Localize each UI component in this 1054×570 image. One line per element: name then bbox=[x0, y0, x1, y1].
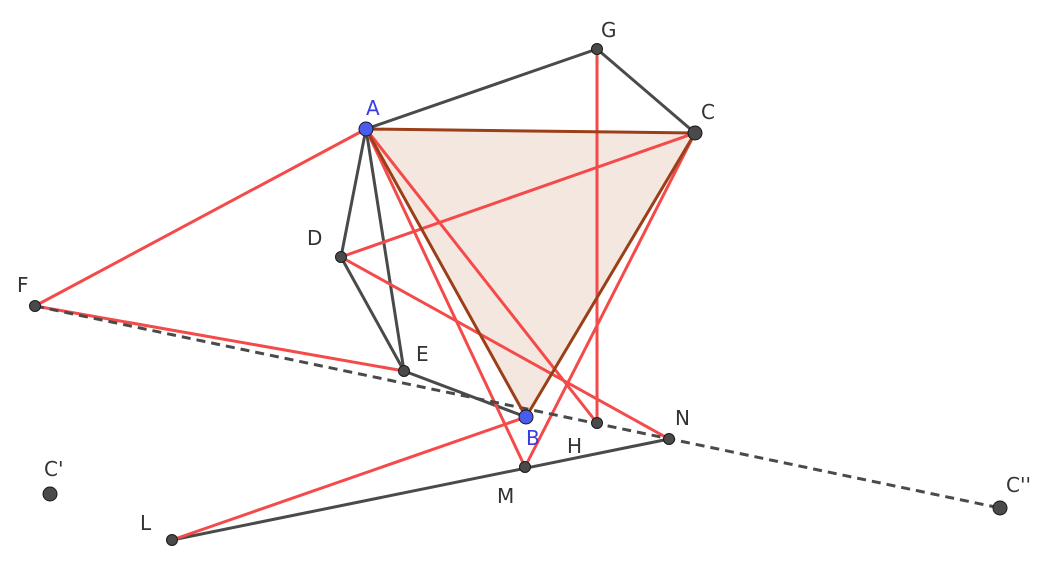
point-label-m: M bbox=[497, 484, 514, 508]
point-label-e: E bbox=[416, 342, 429, 366]
triangle-fill-layer bbox=[366, 129, 695, 417]
point-e[interactable] bbox=[398, 365, 410, 377]
segment-c-m bbox=[523, 131, 697, 469]
segment-e-b bbox=[402, 369, 528, 419]
segment-l-n bbox=[170, 437, 671, 542]
segment-a-g bbox=[364, 47, 599, 131]
point-c[interactable] bbox=[687, 125, 703, 141]
point-f[interactable] bbox=[29, 300, 41, 312]
segment-a-h bbox=[364, 127, 599, 425]
segment-a-e bbox=[364, 127, 406, 373]
point-label-c1: C' bbox=[44, 457, 63, 481]
point-h[interactable] bbox=[591, 417, 603, 429]
triangle-edge-a-b bbox=[364, 127, 528, 419]
segment-d-e bbox=[339, 255, 406, 373]
triangle-edge-c-a bbox=[364, 127, 697, 135]
point-m[interactable] bbox=[519, 461, 531, 473]
triangle-edge-layer bbox=[364, 127, 697, 419]
triangle-edge-b-c bbox=[524, 131, 697, 419]
point-b[interactable] bbox=[518, 409, 534, 425]
point-label-g: G bbox=[601, 18, 617, 42]
segment-d-c bbox=[339, 131, 697, 259]
point-a[interactable] bbox=[358, 121, 374, 137]
point-c2[interactable] bbox=[992, 500, 1008, 516]
point-label-h: H bbox=[567, 434, 582, 458]
point-label-d: D bbox=[307, 226, 322, 250]
segment-d-n bbox=[339, 255, 671, 441]
segment-a-d bbox=[339, 127, 368, 259]
segment-a-m bbox=[364, 127, 527, 469]
segment-g-c bbox=[595, 47, 697, 135]
segment-a-f bbox=[33, 127, 368, 308]
segment-l-b bbox=[170, 415, 528, 542]
points-layer bbox=[29, 43, 1008, 546]
point-n[interactable] bbox=[663, 433, 675, 445]
labels-layer: A B C D E F G H L M N C' C'' bbox=[17, 18, 1031, 535]
point-c1[interactable] bbox=[42, 486, 58, 502]
point-d[interactable] bbox=[335, 251, 347, 263]
point-g[interactable] bbox=[591, 43, 603, 55]
point-label-n: N bbox=[675, 406, 690, 430]
point-label-f: F bbox=[17, 273, 29, 297]
point-label-c2: C'' bbox=[1006, 473, 1031, 497]
segments-layer bbox=[33, 47, 1001, 542]
point-label-c: C bbox=[701, 100, 715, 124]
point-label-a: A bbox=[366, 96, 380, 120]
segment-f-e bbox=[33, 304, 406, 373]
triangle-abc-fill bbox=[366, 129, 695, 417]
point-label-l: L bbox=[140, 511, 152, 535]
point-l[interactable] bbox=[166, 534, 178, 546]
point-label-b: B bbox=[526, 426, 540, 450]
